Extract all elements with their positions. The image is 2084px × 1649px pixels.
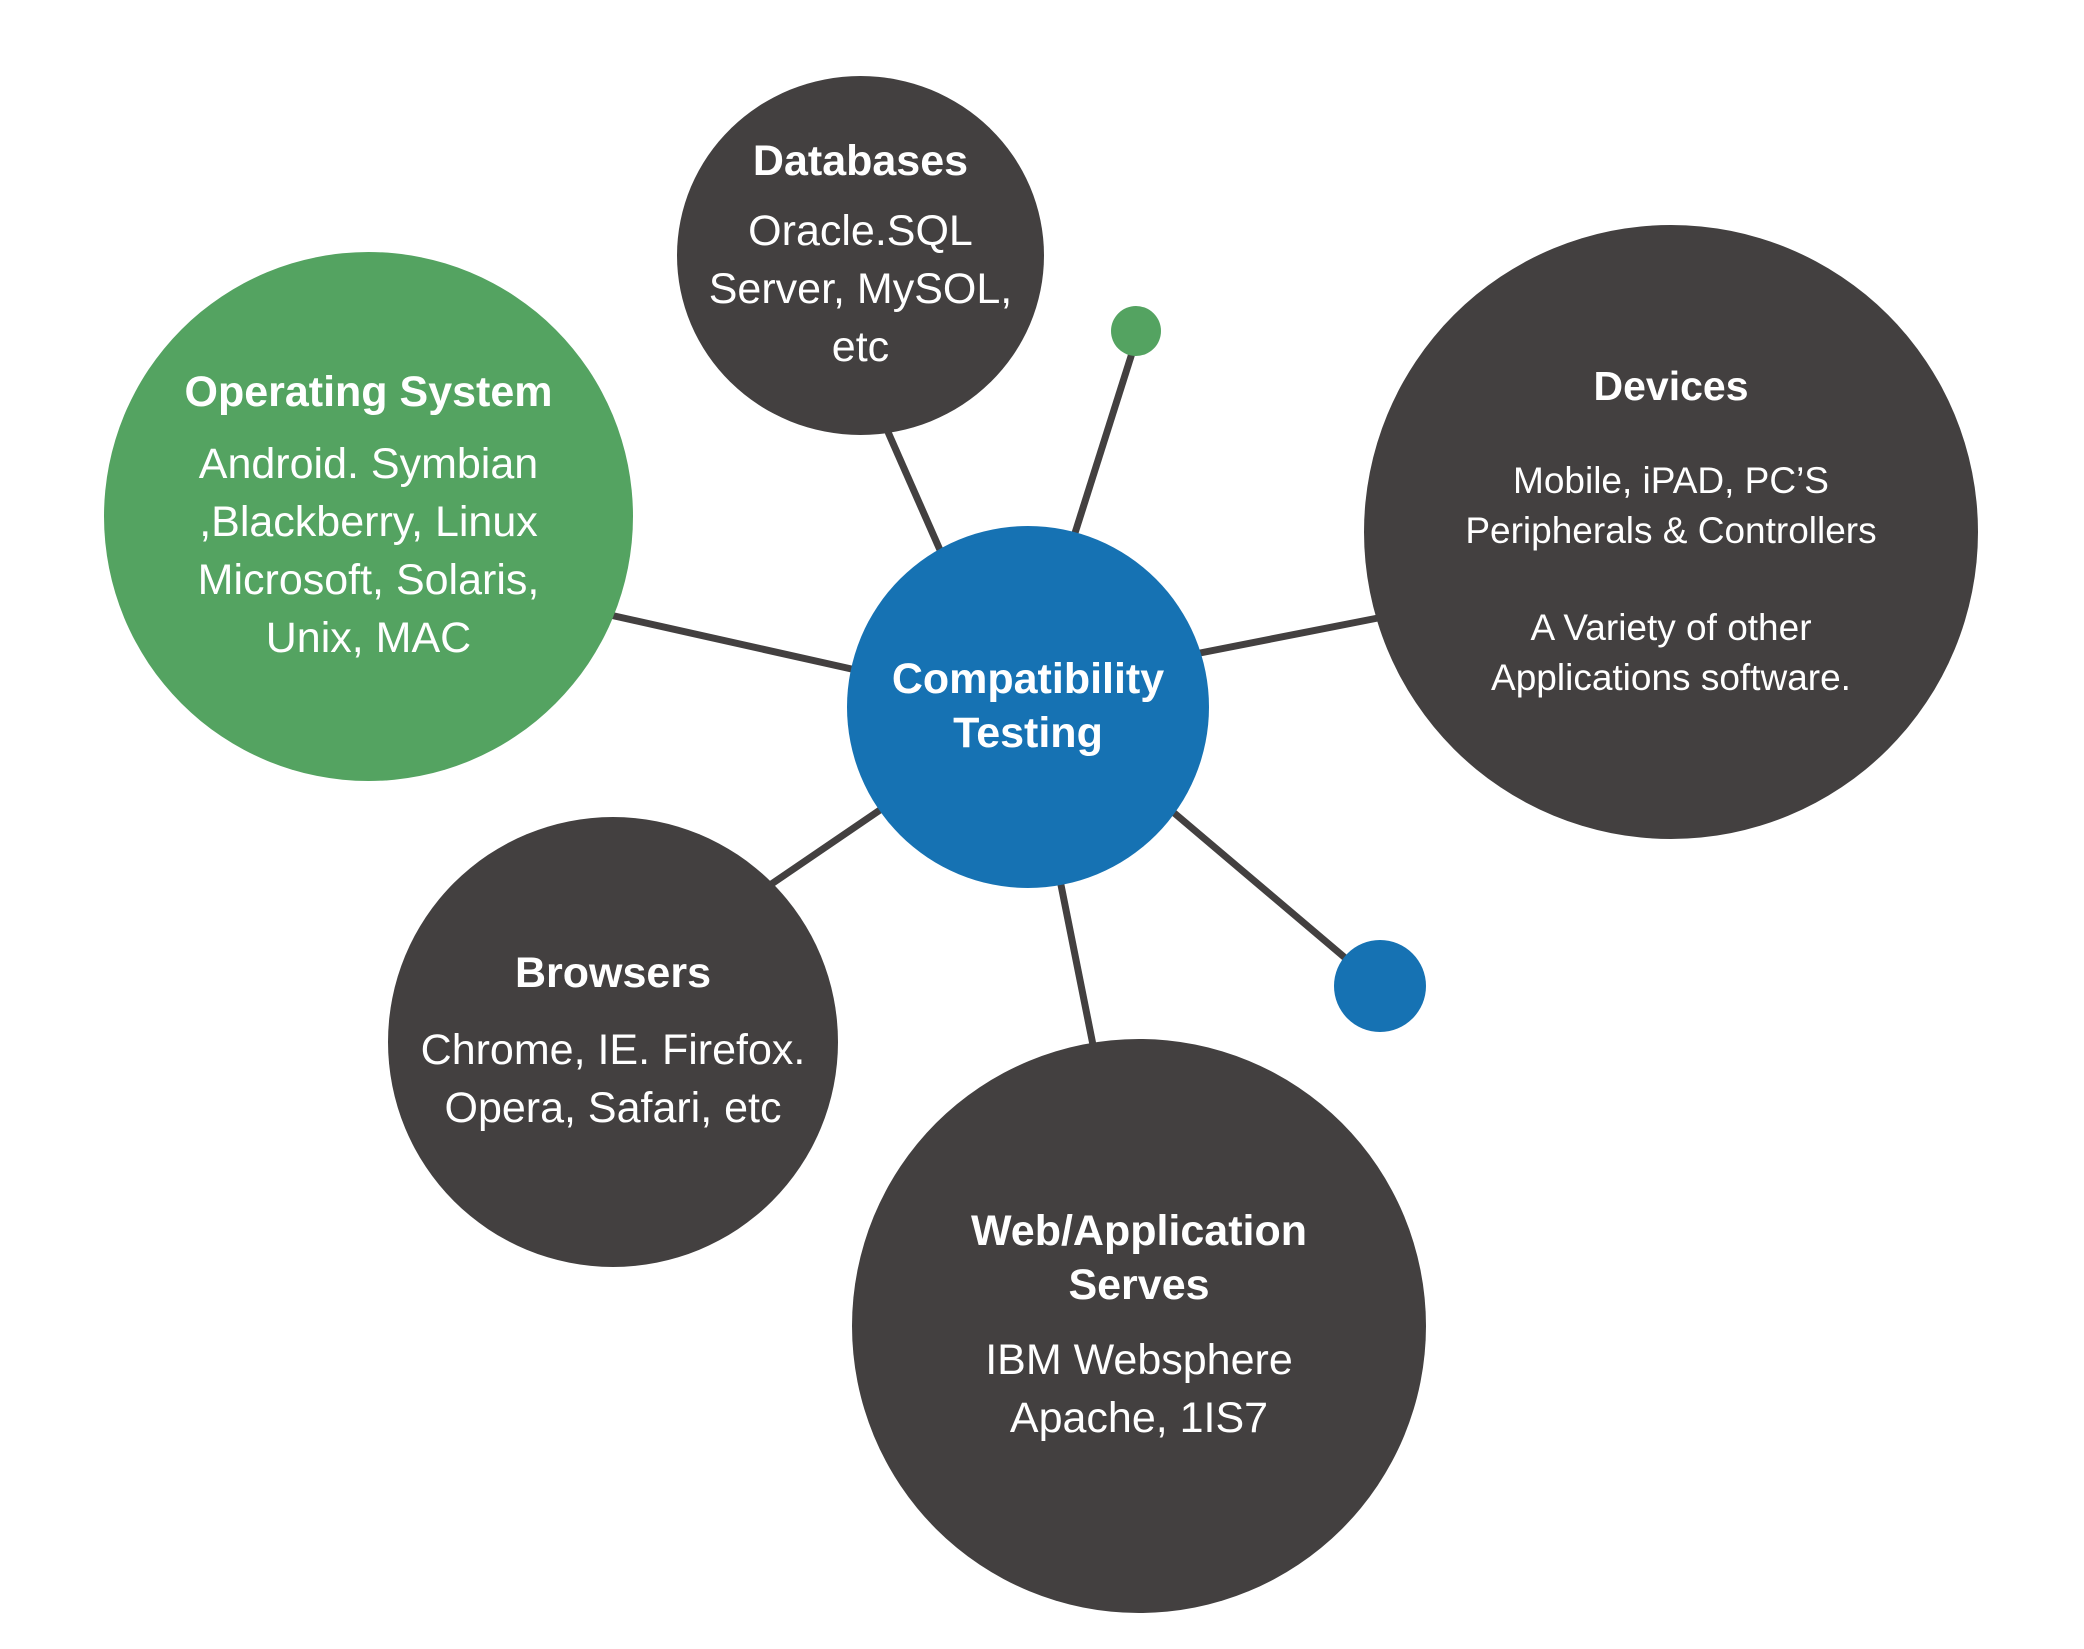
devices-title: Devices <box>1593 363 1749 409</box>
web-servers-text: IBM Websphere Apache, 1IS7 <box>985 1335 1293 1442</box>
databases-text: Oracle.SQL Server, MySOL, etc <box>708 207 1013 372</box>
connector-databases <box>884 430 944 552</box>
compatibility-testing-title: Compatibility Testing <box>891 655 1165 757</box>
connector-web-servers <box>1056 879 1097 1046</box>
connector-green-dot <box>1071 348 1137 535</box>
web-servers-title: Web/Application Serves <box>970 1207 1308 1309</box>
devices-text-secondary: A Variety of other Applications software… <box>1491 607 1851 699</box>
databases-title: Databases <box>752 136 969 185</box>
connector-operating-system <box>609 611 857 674</box>
browsers-text: Chrome, IE. Firefox. Opera, Safari, etc <box>420 1025 806 1132</box>
operating-system-node: Operating System Android. Symbian ,Black… <box>104 252 633 781</box>
connector-blue-dot <box>1170 809 1353 965</box>
databases-node: Databases Oracle.SQL Server, MySOL, etc <box>677 76 1044 435</box>
operating-system-text: Android. Symbian ,Blackberry, Linux Micr… <box>197 440 540 663</box>
compatibility-testing-node: Compatibility Testing <box>847 526 1209 888</box>
connector-devices <box>1199 614 1379 657</box>
devices-node: Devices Mobile, iPAD, PC’S Peripherals &… <box>1364 225 1978 839</box>
connector-browsers <box>768 807 882 888</box>
operating-system-title: Operating System <box>184 367 553 416</box>
browsers-node: Browsers Chrome, IE. Firefox. Opera, Saf… <box>388 817 838 1267</box>
web-servers-node: Web/Application Serves IBM Websphere Apa… <box>852 1039 1426 1613</box>
devices-text: Mobile, iPAD, PC’S Peripherals & Control… <box>1465 460 1877 552</box>
green-accent-dot <box>1111 306 1161 356</box>
browsers-title: Browsers <box>515 949 711 998</box>
blue-accent-dot <box>1334 940 1426 1032</box>
